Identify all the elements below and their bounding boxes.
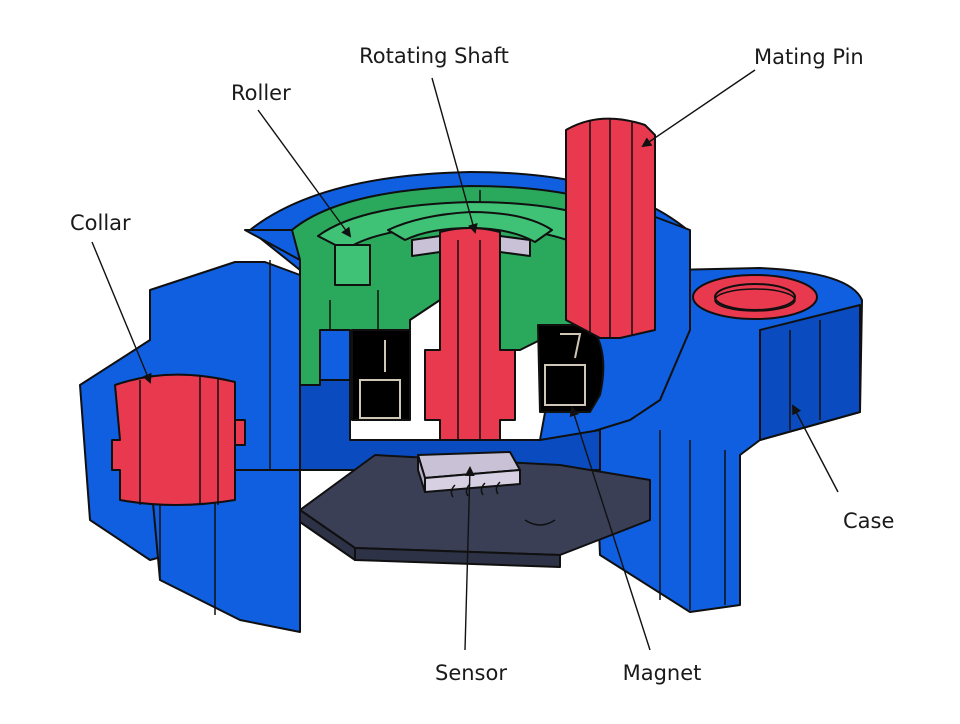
magnet-right <box>537 324 605 413</box>
magnet-left <box>351 329 411 421</box>
leader-rotating-shaft <box>431 77 478 234</box>
label-mating-pin: Mating Pin <box>754 45 864 69</box>
label-magnet: Magnet <box>623 661 702 685</box>
leader-mating-pin <box>641 69 756 148</box>
label-roller: Roller <box>231 81 291 105</box>
rotating-shaft <box>411 227 531 441</box>
leader-magnet <box>569 406 651 651</box>
leader-collar <box>91 241 152 384</box>
collar <box>111 373 246 506</box>
sensor-chip <box>417 451 521 498</box>
label-collar: Collar <box>70 211 131 235</box>
case-mounting-hole <box>692 274 818 320</box>
label-case: Case <box>843 509 894 533</box>
leader-sensor <box>464 466 475 651</box>
label-rotating-shaft: Rotating Shaft <box>359 44 509 68</box>
leader-case <box>792 404 839 493</box>
pcb-board <box>299 454 651 568</box>
leader-roller <box>257 109 352 238</box>
leader-lines <box>91 69 839 651</box>
mating-pin <box>565 117 656 339</box>
label-sensor: Sensor <box>435 661 507 685</box>
